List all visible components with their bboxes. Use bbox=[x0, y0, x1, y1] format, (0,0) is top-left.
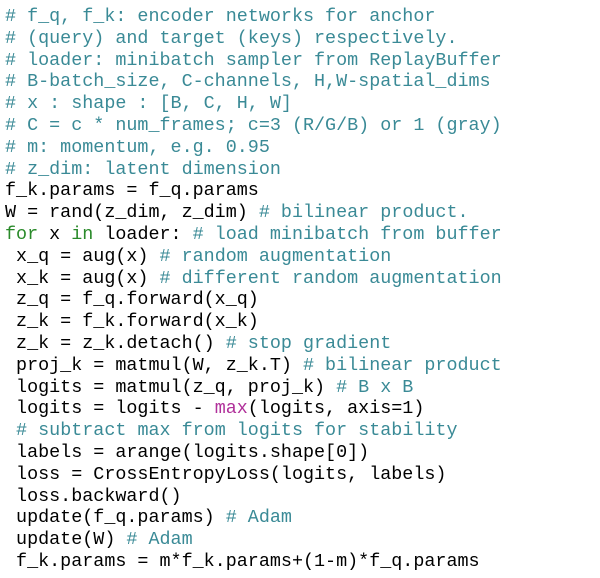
code-comment: # z_dim: latent dimension bbox=[5, 158, 281, 180]
code-listing: # f_q, f_k: encoder networks for anchor#… bbox=[5, 6, 502, 573]
code-line: x_k = aug(x) # different random augmenta… bbox=[5, 268, 502, 290]
code-line: z_q = f_q.forward(x_q) bbox=[5, 289, 502, 311]
code-line: proj_k = matmul(W, z_k.T) # bilinear pro… bbox=[5, 355, 502, 377]
code-text: logits = matmul(z_q, proj_k) bbox=[5, 376, 337, 398]
code-text bbox=[5, 420, 16, 441]
code-keyword: in bbox=[71, 223, 94, 245]
code-text: f_k.params = m*f_k.params+(1-m)*f_q.para… bbox=[5, 550, 480, 572]
code-comment: # load minibatch from buffer bbox=[192, 223, 502, 245]
code-line: # subtract max from logits for stability bbox=[5, 420, 502, 442]
code-line: loss = CrossEntropyLoss(logits, labels) bbox=[5, 464, 502, 486]
code-comment: # bilinear product bbox=[302, 354, 502, 376]
code-comment: # (query) and target (keys) respectively… bbox=[5, 27, 458, 49]
code-comment: # C = c * num_frames; c=3 (R/G/B) or 1 (… bbox=[5, 114, 502, 136]
code-line: # z_dim: latent dimension bbox=[5, 159, 502, 181]
code-line: update(W) # Adam bbox=[5, 529, 502, 551]
code-comment: # B-batch_size, C-channels, H,W-spatial_… bbox=[5, 71, 491, 93]
code-comment: # B x B bbox=[336, 376, 414, 398]
code-line: labels = arange(logits.shape[0]) bbox=[5, 442, 502, 464]
code-line: loss.backward() bbox=[5, 486, 502, 508]
code-text: W = rand(z_dim, z_dim) bbox=[5, 202, 259, 224]
code-text: z_k = f_k.forward(x_k) bbox=[5, 311, 259, 333]
code-text: (logits, axis=1) bbox=[247, 398, 425, 420]
code-text: loader: bbox=[93, 223, 193, 245]
code-comment: # different random augmentation bbox=[159, 267, 502, 289]
code-text: f_k.params = f_q.params bbox=[5, 180, 259, 202]
code-keyword: for bbox=[5, 223, 39, 245]
code-text: update(W) bbox=[5, 529, 127, 551]
code-line: z_k = z_k.detach() # stop gradient bbox=[5, 333, 502, 355]
code-comment: # stop gradient bbox=[225, 332, 392, 354]
code-comment: # f_q, f_k: encoder networks for anchor bbox=[5, 6, 436, 27]
code-line: # m: momentum, e.g. 0.95 bbox=[5, 137, 502, 159]
code-text: labels = arange(logits.shape[0]) bbox=[5, 441, 370, 463]
code-text: update(f_q.params) bbox=[5, 507, 226, 529]
code-comment: # Adam bbox=[126, 529, 193, 551]
code-line: x_q = aug(x) # random augmentation bbox=[5, 246, 502, 268]
code-builtin: max bbox=[214, 398, 248, 420]
code-comment: # loader: minibatch sampler from ReplayB… bbox=[5, 49, 502, 71]
code-comment: # bilinear product. bbox=[258, 202, 469, 224]
code-line: f_k.params = f_q.params bbox=[5, 180, 502, 202]
code-line: logits = logits - max(logits, axis=1) bbox=[5, 398, 502, 420]
code-line: # C = c * num_frames; c=3 (R/G/B) or 1 (… bbox=[5, 115, 502, 137]
code-text: loss = CrossEntropyLoss(logits, labels) bbox=[5, 463, 447, 485]
code-line: update(f_q.params) # Adam bbox=[5, 507, 502, 529]
code-text: x_k = aug(x) bbox=[5, 267, 160, 289]
code-text: proj_k = matmul(W, z_k.T) bbox=[5, 354, 303, 376]
code-line: # f_q, f_k: encoder networks for anchor bbox=[5, 6, 502, 28]
code-comment: # Adam bbox=[225, 507, 292, 529]
code-text: logits = logits - bbox=[5, 398, 215, 420]
code-text: x bbox=[38, 223, 72, 245]
code-comment: # m: momentum, e.g. 0.95 bbox=[5, 136, 270, 158]
code-text: z_k = z_k.detach() bbox=[5, 332, 226, 354]
code-line: # loader: minibatch sampler from ReplayB… bbox=[5, 50, 502, 72]
code-comment: # x : shape : [B, C, H, W] bbox=[5, 93, 292, 115]
code-text: x_q = aug(x) bbox=[5, 245, 160, 267]
code-text: z_q = f_q.forward(x_q) bbox=[5, 289, 259, 311]
code-line: # B-batch_size, C-channels, H,W-spatial_… bbox=[5, 71, 502, 93]
code-line: W = rand(z_dim, z_dim) # bilinear produc… bbox=[5, 202, 502, 224]
code-comment: # random augmentation bbox=[159, 245, 392, 267]
code-line: # x : shape : [B, C, H, W] bbox=[5, 93, 502, 115]
code-line: f_k.params = m*f_k.params+(1-m)*f_q.para… bbox=[5, 551, 502, 573]
code-line: for x in loader: # load minibatch from b… bbox=[5, 224, 502, 246]
code-comment: # subtract max from logits for stability bbox=[16, 420, 458, 442]
code-line: # (query) and target (keys) respectively… bbox=[5, 28, 502, 50]
code-line: z_k = f_k.forward(x_k) bbox=[5, 311, 502, 333]
code-text: loss.backward() bbox=[5, 485, 182, 507]
code-line: logits = matmul(z_q, proj_k) # B x B bbox=[5, 377, 502, 399]
